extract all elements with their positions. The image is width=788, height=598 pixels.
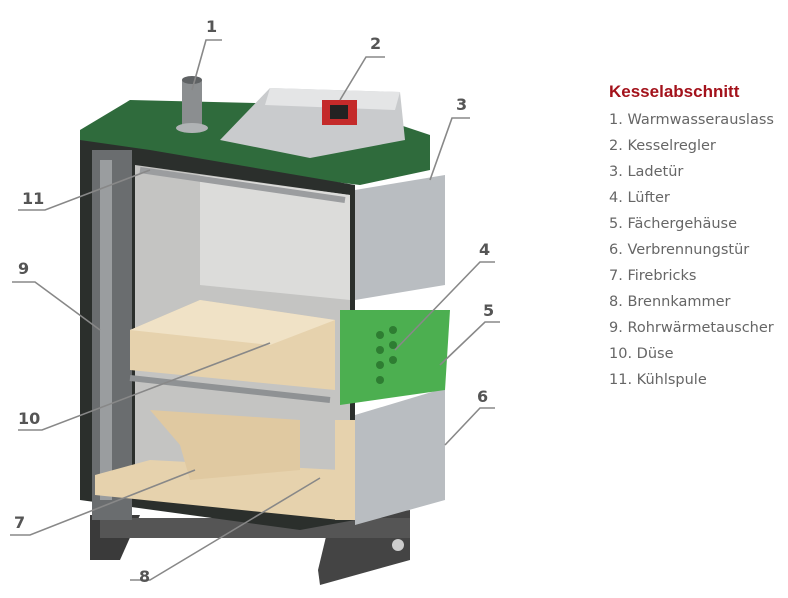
callout-4: 4 xyxy=(479,240,490,259)
legend-item-3: 3. Ladetür xyxy=(609,164,684,180)
legend-item-1: 1. Warmwasserauslass xyxy=(609,112,774,128)
legend-item-10: 10. Düse xyxy=(609,346,674,362)
legend-item-11: 11. Kühlspule xyxy=(609,372,707,388)
callout-1: 1 xyxy=(206,17,217,36)
callout-3: 3 xyxy=(456,95,467,114)
callout-9: 9 xyxy=(18,259,29,278)
leader-lines xyxy=(10,39,500,581)
callout-2: 2 xyxy=(370,34,381,53)
firebricks xyxy=(150,410,300,480)
callout-10: 10 xyxy=(18,409,40,428)
legend-item-2: 2. Kesselregler xyxy=(609,138,716,154)
legend-item-5: 5. Fächergehäuse xyxy=(609,216,737,232)
legend-item-9: 9. Rohrwärmetauscher xyxy=(609,320,774,336)
combustion-door xyxy=(355,388,445,525)
legend-item-8: 8. Brennkammer xyxy=(609,294,731,310)
loading-door xyxy=(355,175,445,300)
combustion-chamber xyxy=(95,460,340,520)
fan-vents xyxy=(376,326,397,384)
callout-8: 8 xyxy=(139,567,150,586)
boiler-controller xyxy=(220,88,405,158)
legend-item-4: 4. Lüfter xyxy=(609,190,670,206)
callout-11: 11 xyxy=(22,189,44,208)
callout-6: 6 xyxy=(477,387,488,406)
legend-item-6: 6. Verbrennungstür xyxy=(609,242,750,258)
callout-7: 7 xyxy=(14,513,25,532)
legend: Kesselabschnitt 1. Warmwasserauslass 2. … xyxy=(609,82,774,397)
boiler-cutaway-diagram: 1 2 3 4 5 6 7 8 9 10 11 xyxy=(10,17,500,586)
cooling-coil xyxy=(139,167,346,203)
legend-title: Kesselabschnitt xyxy=(609,82,740,101)
callout-5: 5 xyxy=(483,301,494,320)
water-outlet-pipe xyxy=(176,76,208,133)
legend-item-7: 7. Firebricks xyxy=(609,268,697,284)
